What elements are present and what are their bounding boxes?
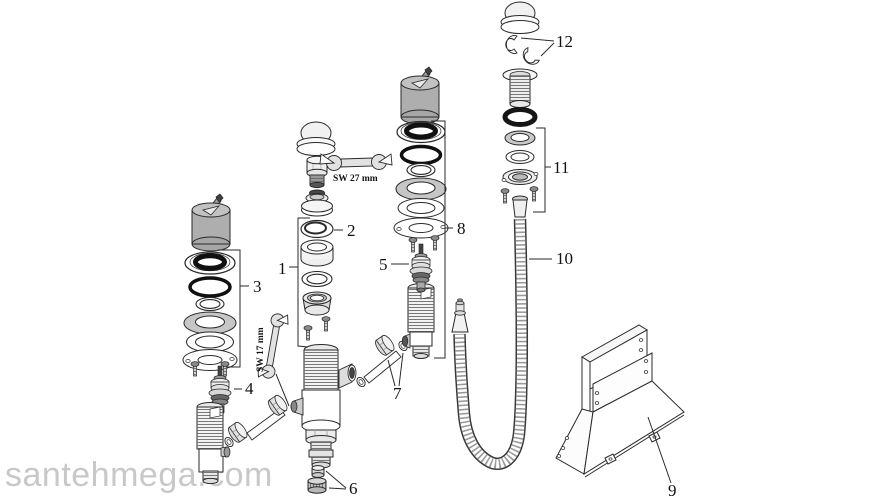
tailpiece-left [196, 402, 231, 485]
part-label-11: 11 [553, 158, 569, 177]
part-label-6: 6 [349, 479, 358, 498]
connecting-tube-right [354, 332, 410, 389]
wrench-label-sw17: SW 17 mm [256, 327, 266, 372]
wrench-label-sw27: SW 27 mm [333, 174, 378, 184]
center-valve-body [290, 344, 357, 469]
shower-hose-part10 [451, 195, 528, 470]
part-label-3: 3 [253, 277, 262, 296]
wrench-sw27 [319, 153, 393, 171]
ring-stack-left-part3 [182, 251, 238, 371]
part-label-12: 12 [556, 32, 573, 51]
leader-lines [218, 37, 672, 490]
ring-stack-right-part8 [393, 120, 449, 239]
part-label-8: 8 [457, 219, 466, 238]
wrench-sw17 [257, 313, 289, 379]
clips-part12 [505, 35, 541, 65]
part-label-2: 2 [347, 221, 356, 240]
part-label-7: 7 [393, 384, 402, 403]
part-label-4: 4 [245, 379, 254, 398]
handle-left [191, 193, 231, 252]
dome-cap-middle [296, 121, 336, 156]
ring-part2 [300, 219, 334, 239]
part-label-1: 1 [278, 259, 287, 278]
threaded-shank-part11 [501, 68, 539, 185]
handle-right [400, 66, 440, 125]
mounting-nut-middle [302, 291, 332, 316]
knob-middle [301, 189, 333, 217]
watermark-text: santehmega.com [5, 456, 273, 494]
mounting-screws-middle [303, 316, 331, 341]
mounting-bracket-part9 [555, 324, 685, 478]
part-label-10: 10 [556, 249, 573, 268]
part-label-9: 9 [668, 481, 677, 500]
dome-cap-top-right [500, 1, 540, 34]
connecting-tube-left [222, 392, 302, 449]
aerator-part6 [307, 465, 327, 494]
spacer-rings-middle [300, 239, 334, 288]
part-label-5: 5 [379, 255, 388, 274]
hex-plug-middle [306, 155, 328, 189]
